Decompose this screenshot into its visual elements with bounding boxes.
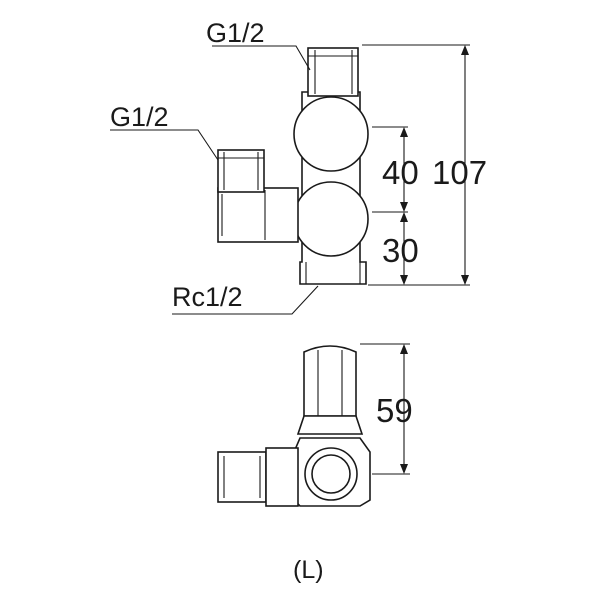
dimension-59 [400, 344, 408, 474]
side-pipe-stub [217, 447, 299, 507]
outlet-bore-inner [311, 454, 351, 494]
bottom-thread-label: Rc1/2 [172, 282, 243, 312]
cap-knob [303, 345, 357, 417]
top-thread-label: G1/2 [206, 18, 265, 48]
leader-top-thread [212, 45, 311, 71]
leader-bottom-thread [172, 285, 319, 315]
dimension-30-label: 30 [382, 232, 419, 269]
dimension-107-label: 107 [432, 154, 487, 191]
figure-caption: (L) [293, 556, 324, 584]
dimension-40-label: 40 [382, 154, 419, 191]
dimension-107 [461, 45, 469, 285]
upper-handle-knob [293, 96, 369, 172]
front-view: G1/2 G1/2 Rc1/2 40 30 107 [110, 18, 487, 315]
side-thread-label: G1/2 [110, 102, 169, 132]
bottom-view: 59 [217, 343, 413, 507]
dimension-30 [400, 212, 408, 285]
top-outlet-stub [307, 47, 359, 97]
outlet-bore-outer [304, 447, 358, 501]
bottom-nut [305, 262, 361, 284]
cap-skirt [296, 415, 364, 435]
side-branch [217, 187, 299, 243]
lower-handle-knob [293, 181, 369, 257]
leader-side-thread [110, 129, 219, 161]
extension-lines [362, 44, 470, 286]
side-inlet-stub [217, 149, 265, 193]
dimension-59-label: 59 [376, 392, 413, 429]
extension-lines-bottom [360, 343, 410, 475]
dimension-40 [400, 127, 408, 212]
